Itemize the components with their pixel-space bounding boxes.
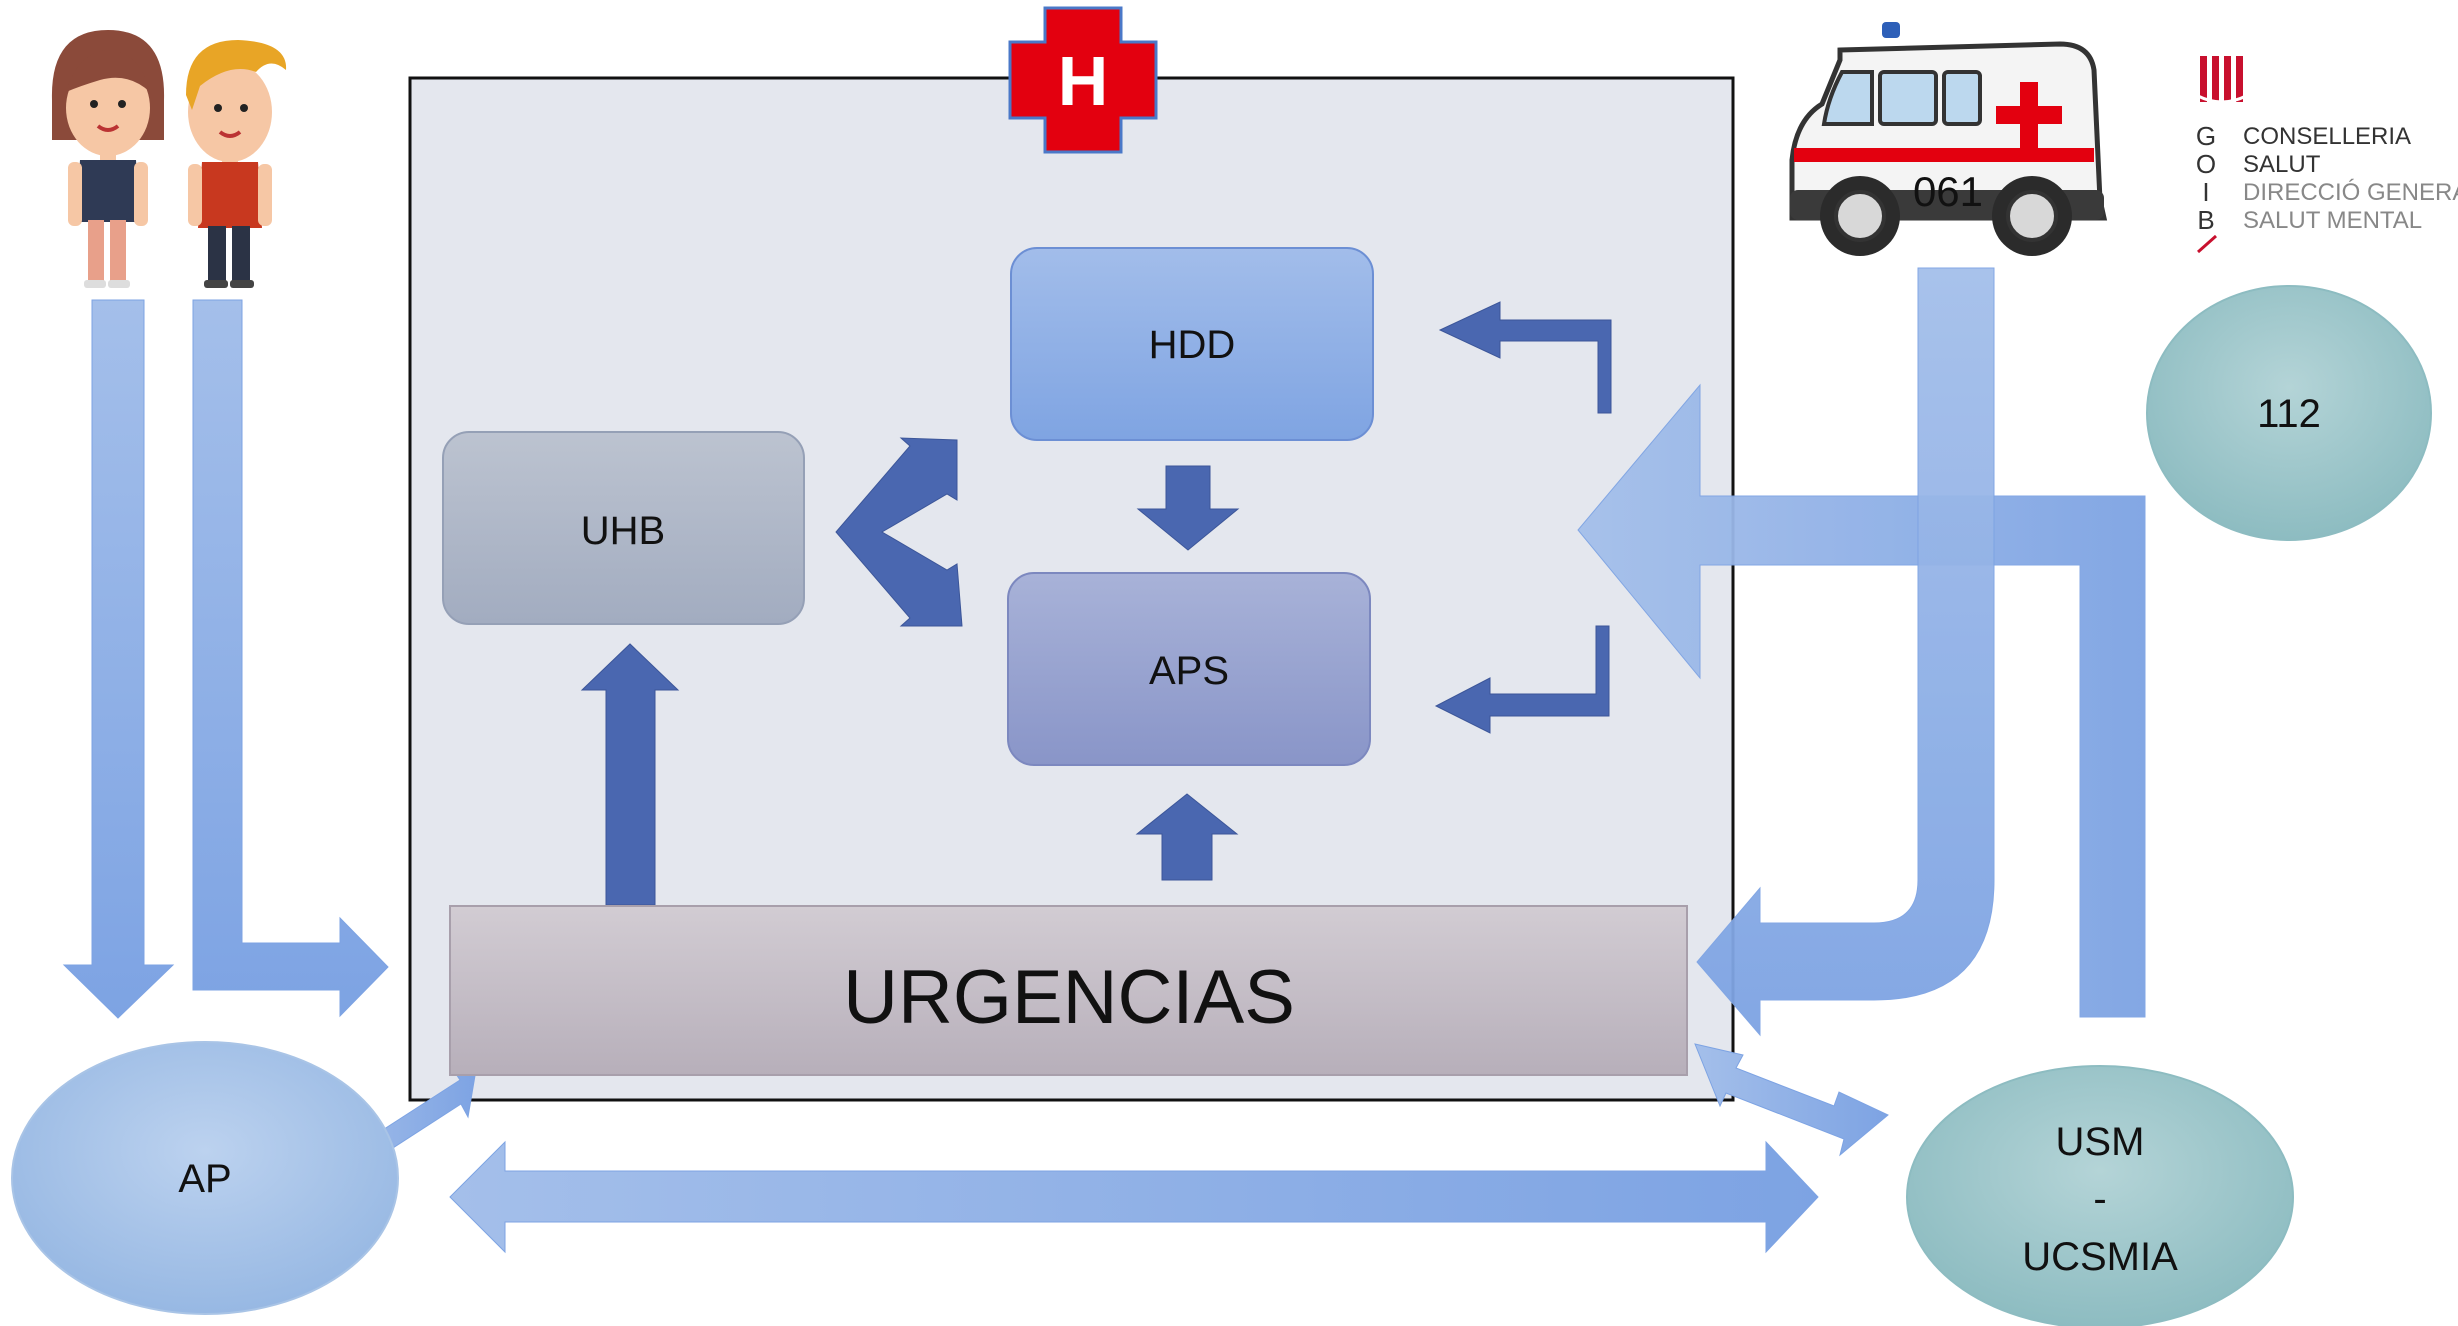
node-uhb: UHB xyxy=(442,431,805,625)
logo-line-direccio: DIRECCIÓ GENERAL xyxy=(2243,179,2458,206)
logo-letter-b: B xyxy=(2197,205,2214,235)
logo-line-salut: SALUT xyxy=(2243,151,2321,178)
arrow-urgencias-to-uhb xyxy=(580,643,680,906)
logo-letter-i: I xyxy=(2202,177,2209,207)
node-urgencias-label: URGENCIAS xyxy=(843,955,1295,1040)
arrow-uhb-hdd-aps xyxy=(835,437,963,627)
arrow-112-usm-to-hospital xyxy=(1577,383,2146,1018)
node-hdd-label: HDD xyxy=(1149,323,1236,367)
arrow-ap-usm xyxy=(449,1140,1819,1254)
ambulance-number: 061 xyxy=(1913,168,1983,215)
node-usm-label-line1: USM xyxy=(2056,1120,2145,1164)
node-ap: AP xyxy=(11,1041,399,1315)
node-uhb-label: UHB xyxy=(581,509,665,553)
people-illustration-icon xyxy=(51,30,287,288)
node-aps: APS xyxy=(1007,572,1371,766)
node-usm-label-line2: - xyxy=(2093,1177,2106,1221)
arrow-people-to-hospital xyxy=(192,299,389,1018)
man-figure-icon xyxy=(186,40,287,288)
node-112-label: 112 xyxy=(2257,392,2321,436)
hospital-cross-icon: H xyxy=(1008,6,1158,154)
arrow-ambulance-to-urgencias xyxy=(1696,267,1995,1037)
arrow-urgencias-to-aps xyxy=(1135,793,1239,881)
node-112: 112 xyxy=(2146,285,2432,541)
node-usm-ucsmia: USM - UCSMIA xyxy=(1906,1065,2294,1326)
arrow-flow-to-hdd xyxy=(1438,301,1612,414)
node-hdd: HDD xyxy=(1010,247,1374,441)
node-usm-label-line3: UCSMIA xyxy=(2022,1235,2178,1279)
ambulance-icon: 061 xyxy=(1789,22,2108,256)
logo-line-salut-mental: SALUT MENTAL xyxy=(2243,207,2422,234)
node-aps-label: APS xyxy=(1149,649,1229,693)
logo-letter-g: G xyxy=(2196,121,2216,151)
node-ap-label: AP xyxy=(178,1157,231,1201)
node-urgencias: URGENCIAS xyxy=(449,905,1688,1076)
arrow-flow-to-aps xyxy=(1434,625,1610,734)
logo-line-conselleria: CONSELLERIA xyxy=(2243,123,2411,150)
goib-logo-icon: G O I B CONSELLERIA SALUT DIRECCIÓ GENER… xyxy=(2196,56,2458,254)
logo-letter-o: O xyxy=(2196,149,2216,179)
woman-figure-icon xyxy=(51,30,165,288)
arrow-people-to-ap xyxy=(62,299,175,1019)
arrow-urgencias-usm xyxy=(1694,1043,1889,1157)
hospital-sign-letter: H xyxy=(1058,42,1109,120)
arrow-hdd-to-aps xyxy=(1136,465,1240,551)
